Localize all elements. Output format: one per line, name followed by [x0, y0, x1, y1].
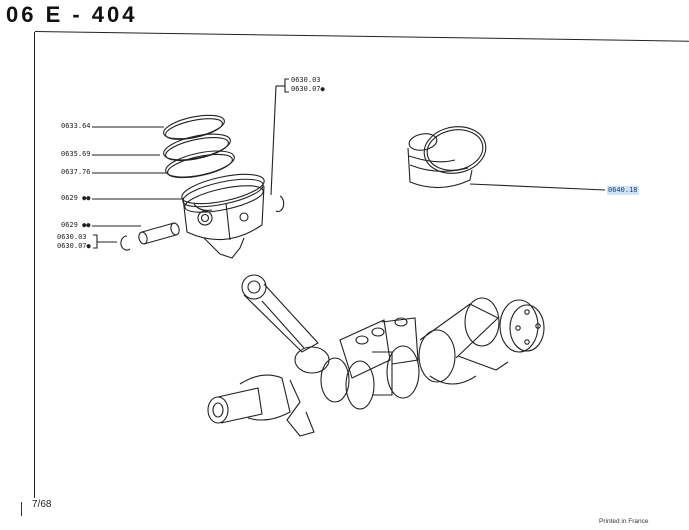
page-title: 06 E - 404	[6, 2, 138, 27]
leader-circlip-right	[270, 85, 277, 196]
printed-note: Printed in France	[599, 518, 649, 525]
frame-left-border	[34, 32, 35, 498]
label-circlip-left-a: 0630.03	[57, 233, 87, 241]
label-ring-top: 0633.64	[61, 122, 91, 130]
gudgeon-pin	[138, 222, 180, 245]
margin-tick	[21, 502, 22, 516]
piston	[181, 173, 265, 259]
page-number: 7/68	[32, 499, 52, 510]
label-ring-middle: 0635.69	[61, 150, 91, 158]
label-circlip-right-a: 0630.03	[291, 76, 321, 84]
label-gudgeon-pin: 0629 ●●	[61, 221, 91, 229]
leader-liner-kit	[469, 183, 606, 191]
label-liner-kit: 0640.18	[607, 186, 639, 195]
label-circlip-left-b: 0630.07●	[57, 242, 91, 250]
label-circlip-right-b: 0630.07●	[291, 85, 325, 93]
liner-kit	[407, 126, 487, 189]
bracket-circlip-right	[284, 78, 289, 93]
circlip-right	[275, 195, 285, 213]
label-piston: 0629 ●●	[61, 194, 91, 202]
label-ring-bottom: 0637.76	[61, 168, 91, 176]
bracket-circlip-left	[93, 234, 98, 249]
crankshaft-assembly	[207, 274, 545, 437]
circlip-left	[120, 235, 131, 251]
